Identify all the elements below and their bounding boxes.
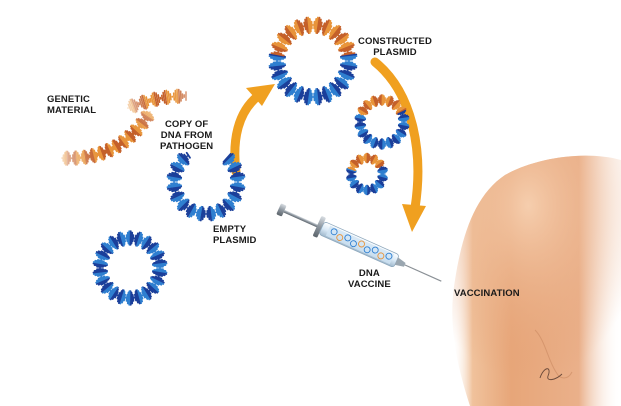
syringe-plasmid-dot	[371, 246, 379, 254]
arrow-to-syringe	[370, 57, 426, 232]
syringe-plasmid-dot	[344, 234, 352, 242]
label-constructed-plasmid: CONSTRUCTED PLASMID	[358, 36, 432, 58]
syringe-plasmid-dot	[377, 252, 385, 260]
genetic-material-strand	[61, 110, 155, 166]
syringe-plasmid-dot	[385, 252, 393, 260]
signature-mark	[539, 368, 563, 381]
label-copy-of-dna: COPY OF DNA FROM PATHOGEN	[160, 119, 214, 152]
syringe-plasmid-dot	[363, 246, 371, 254]
syringe-plasmid-dot	[349, 240, 357, 248]
syringe-plasmid-dot	[336, 234, 344, 242]
syringe-plasmid-dot	[330, 228, 338, 236]
constructed-plasmid-small-icon	[346, 152, 388, 196]
dna-copy-strand	[127, 88, 187, 114]
label-dna-vaccine: DNA VACCINE	[348, 268, 391, 290]
label-vaccination: VACCINATION	[454, 288, 520, 299]
label-genetic-material: GENETIC MATERIAL	[47, 94, 97, 116]
label-empty-plasmid: EMPTY PLASMID	[213, 224, 257, 246]
syringe-plasmid-dot	[358, 240, 365, 248]
constructed-plasmid-small-icon	[354, 94, 410, 150]
empty-plasmid-icon	[166, 151, 246, 222]
arm-icon	[452, 155, 621, 406]
plasmid-icon	[92, 230, 168, 306]
syringe-icon	[276, 203, 442, 282]
constructed-plasmid-icon	[268, 16, 358, 106]
arrow-to-constructed	[230, 84, 275, 177]
